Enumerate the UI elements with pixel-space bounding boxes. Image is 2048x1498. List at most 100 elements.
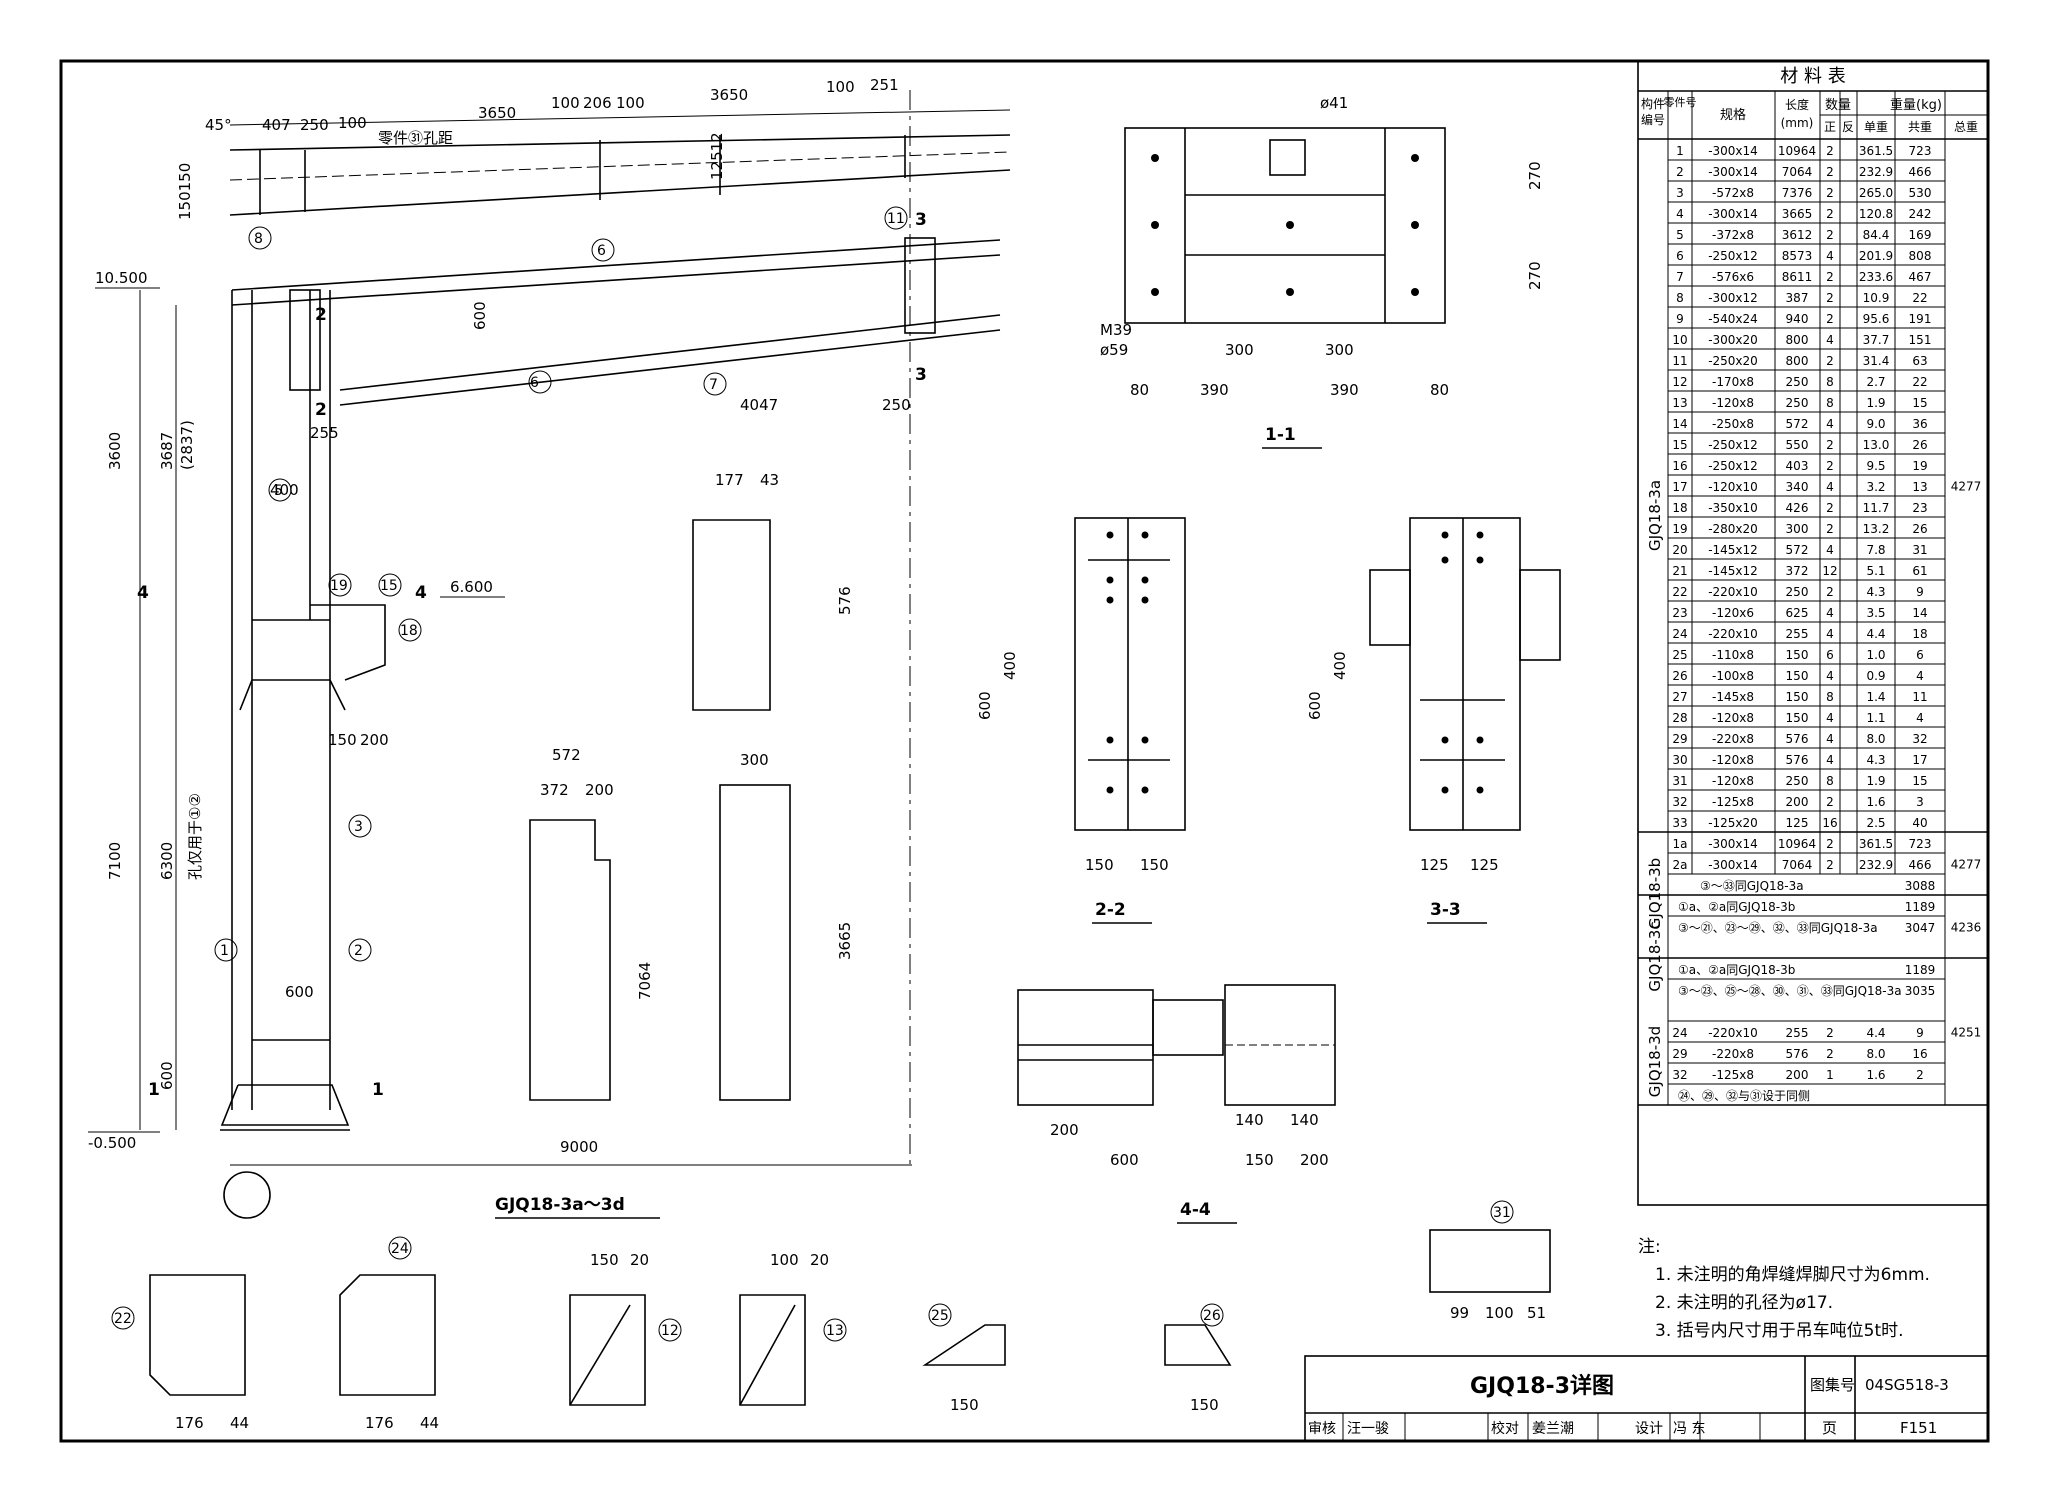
cell-GJQ18-3a-25-1: -100x8: [1712, 669, 1754, 683]
cell-GJQ18-3a-17-3: 2: [1826, 501, 1834, 515]
cell-GJQ18-3a-31-5: 1.6: [1866, 795, 1885, 809]
svg-text:3: 3: [915, 365, 927, 385]
cell-GJQ18-3d-0-6: 9: [1916, 1026, 1924, 1040]
cell-GJQ18-3a-3-6: 242: [1909, 207, 1932, 221]
title-block: GJQ18-3详图 图集号 04SG518-3 页 F151 审核 汪一骏 校对…: [1304, 1355, 1989, 1442]
cell-GJQ18-3a-3-3: 2: [1826, 207, 1834, 221]
cell-GJQ18-3a-29-3: 4: [1826, 753, 1834, 767]
cell-GJQ18-3a-22-5: 3.5: [1866, 606, 1885, 620]
cell-GJQ18-3a-7-1: -300x12: [1708, 291, 1758, 305]
cell-GJQ18-3a-26-1: -145x8: [1712, 690, 1754, 704]
cell-GJQ18-3a-30-6: 15: [1912, 774, 1927, 788]
cell-GJQ18-3b-1-3: 2: [1826, 858, 1834, 872]
cell-GJQ18-3a-6-1: -576x6: [1712, 270, 1754, 284]
svg-text:150: 150: [950, 1396, 979, 1414]
cell-GJQ18-3a-18-2: 300: [1786, 522, 1809, 536]
cell-GJQ18-3a-17-5: 11.7: [1863, 501, 1890, 515]
cell-GJQ18-3a-4-6: 169: [1909, 228, 1932, 242]
page-number: F151: [1900, 1419, 1937, 1437]
cell-GJQ18-3a-12-6: 15: [1912, 396, 1927, 410]
svg-text:6: 6: [530, 375, 539, 391]
cell-GJQ18-3a-16-3: 4: [1826, 480, 1834, 494]
cell-GJQ18-3a-28-5: 8.0: [1866, 732, 1885, 746]
cell-GJQ18-3a-13-6: 36: [1912, 417, 1927, 431]
svg-text:150150: 150150: [176, 163, 194, 220]
cell-GJQ18-3a-16-5: 3.2: [1866, 480, 1885, 494]
sign-design-label: 设计: [1635, 1421, 1663, 1437]
cell-GJQ18-3d-2-2: 200: [1786, 1068, 1809, 1082]
cell-GJQ18-3a-8-3: 2: [1826, 312, 1834, 326]
cell-GJQ18-3a-1-5: 232.9: [1859, 165, 1893, 179]
cell-GJQ18-3a-8-6: 191: [1909, 312, 1932, 326]
svg-text:44: 44: [230, 1414, 249, 1432]
line-GJQ18-3c-1: ③～㉑、㉓～㉙、㉜、㉝同GJQ18-3a: [1678, 921, 1878, 935]
cell-GJQ18-3a-20-6: 61: [1912, 564, 1927, 578]
cell-GJQ18-3a-30-5: 1.9: [1866, 774, 1885, 788]
svg-text:390: 390: [1330, 381, 1359, 399]
group-GJQ18-3d: GJQ18-3d: [1646, 1026, 1664, 1097]
svg-text:7064: 7064: [636, 962, 654, 1000]
cell-GJQ18-3a-32-6: 40: [1912, 816, 1927, 830]
cell-GJQ18-3a-32-3: 16: [1822, 816, 1837, 830]
cell-GJQ18-3a-14-3: 2: [1826, 438, 1834, 452]
cell-GJQ18-3a-15-0: 16: [1672, 459, 1687, 473]
cell-GJQ18-3a-23-1: -220x10: [1708, 627, 1758, 641]
cell-GJQ18-3a-15-2: 403: [1786, 459, 1809, 473]
cell-GJQ18-3a-18-0: 19: [1672, 522, 1687, 536]
cell-GJQ18-3b-1-6: 466: [1909, 858, 1932, 872]
cell-GJQ18-3a-26-5: 1.4: [1866, 690, 1885, 704]
cell-GJQ18-3a-12-5: 1.9: [1866, 396, 1885, 410]
cell-GJQ18-3a-14-2: 550: [1786, 438, 1809, 452]
cell-GJQ18-3d-2-6: 2: [1916, 1068, 1924, 1082]
cell-GJQ18-3a-11-1: -170x8: [1712, 375, 1754, 389]
cell-GJQ18-3b-0-1: -300x14: [1708, 837, 1758, 851]
svg-text:150: 150: [1245, 1151, 1274, 1169]
spacer-note: 零件㉛孔距: [378, 129, 453, 147]
cell-GJQ18-3a-9-6: 151: [1909, 333, 1932, 347]
cell-GJQ18-3a-16-1: -120x10: [1708, 480, 1758, 494]
cell-GJQ18-3a-23-0: 24: [1672, 627, 1687, 641]
sign-check-label: 校对: [1491, 1420, 1519, 1437]
svg-text:31: 31: [1493, 1205, 1511, 1221]
svg-text:80: 80: [1430, 381, 1449, 399]
header-back: 反: [1842, 120, 1854, 134]
cell-GJQ18-3b-1-5: 232.9: [1859, 858, 1893, 872]
sign-review-label: 审核: [1308, 1421, 1336, 1437]
cell-GJQ18-3a-24-0: 25: [1672, 648, 1687, 662]
group-GJQ18-3a: GJQ18-3a: [1646, 480, 1664, 551]
cell-GJQ18-3a-30-1: -120x8: [1712, 774, 1754, 788]
svg-text:12: 12: [661, 1323, 679, 1339]
svg-text:200: 200: [1300, 1151, 1329, 1169]
cell-GJQ18-3a-1-3: 2: [1826, 165, 1834, 179]
header-part-id-2: 编号: [1641, 112, 1665, 127]
svg-text:300: 300: [1225, 341, 1254, 359]
note-1: 1. 未注明的角焊缝焊脚尺寸为6mm.: [1655, 1265, 1930, 1285]
cell-GJQ18-3a-26-0: 27: [1672, 690, 1687, 704]
svg-text:2: 2: [315, 400, 327, 420]
cell-GJQ18-3a-27-6: 4: [1916, 711, 1924, 725]
cell-GJQ18-3a-20-3: 12: [1822, 564, 1837, 578]
cell-GJQ18-3a-2-1: -572x8: [1712, 186, 1754, 200]
group-total-GJQ18-3d: 4251: [1951, 1026, 1982, 1040]
cell-GJQ18-3a-7-3: 2: [1826, 291, 1834, 305]
cell-GJQ18-3b-0-3: 2: [1826, 837, 1834, 851]
page-label: 页: [1822, 1419, 1837, 1437]
cell-GJQ18-3d-1-3: 2: [1826, 1047, 1834, 1061]
svg-text:20: 20: [810, 1251, 829, 1269]
svg-text:2: 2: [315, 305, 327, 325]
cell-GJQ18-3a-11-5: 2.7: [1866, 375, 1885, 389]
header-weight: 重量(kg): [1890, 97, 1942, 113]
cell-GJQ18-3a-8-5: 95.6: [1863, 312, 1890, 326]
cell-GJQ18-3d-1-2: 576: [1786, 1047, 1809, 1061]
svg-text:4: 4: [137, 583, 149, 603]
cell-GJQ18-3a-16-6: 13: [1912, 480, 1927, 494]
cell-GJQ18-3a-24-3: 6: [1826, 648, 1834, 662]
cell-GJQ18-3a-13-0: 14: [1672, 417, 1687, 431]
cell-GJQ18-3a-16-0: 17: [1672, 480, 1687, 494]
cell-GJQ18-3a-2-0: 3: [1676, 186, 1684, 200]
svg-text:19: 19: [330, 578, 348, 594]
cell-GJQ18-3a-19-6: 31: [1912, 543, 1927, 557]
cell-GJQ18-3a-15-6: 19: [1912, 459, 1927, 473]
